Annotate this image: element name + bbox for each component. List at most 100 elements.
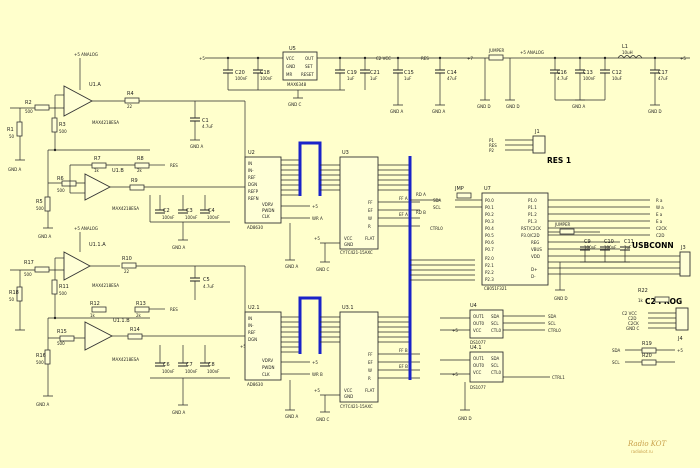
svg-text:C6: C6 bbox=[163, 362, 170, 368]
svg-text:OUT0: OUT0 bbox=[473, 363, 485, 368]
svg-text:GND: GND bbox=[344, 394, 353, 399]
svg-text:VCC: VCC bbox=[344, 388, 353, 393]
svg-text:R16: R16 bbox=[36, 353, 46, 359]
svg-text:R20: R20 bbox=[642, 353, 652, 359]
svg-text:+5: +5 bbox=[452, 372, 458, 377]
net-label-plus5: +5 bbox=[199, 56, 205, 61]
svg-text:GND A: GND A bbox=[36, 402, 49, 407]
svg-text:U4.1: U4.1 bbox=[470, 345, 482, 351]
svg-text:C4: C4 bbox=[208, 208, 215, 214]
svg-text:P0.1: P0.1 bbox=[485, 205, 494, 210]
svg-text:DGN: DGN bbox=[248, 337, 257, 342]
channel-a-frontend: +5 ANALOG U1.A MAX4218ESA R4 22 C14.7uF … bbox=[7, 52, 246, 183]
svg-text:GND A: GND A bbox=[172, 410, 185, 415]
svg-text:MAX4218ESA: MAX4218ESA bbox=[112, 357, 139, 362]
svg-text:GND D: GND D bbox=[506, 104, 520, 109]
svg-text:R8: R8 bbox=[137, 156, 144, 162]
svg-text:GND A: GND A bbox=[38, 234, 51, 239]
svg-text:C2D: C2D bbox=[628, 316, 636, 321]
svg-text:500: 500 bbox=[36, 206, 44, 211]
svg-text:+5: +5 bbox=[677, 348, 683, 353]
svg-text:100nF: 100nF bbox=[604, 245, 617, 250]
svg-text:U1.1.A: U1.1.A bbox=[89, 242, 106, 248]
svg-text:CTL0: CTL0 bbox=[491, 370, 501, 375]
svg-text:IN: IN bbox=[248, 316, 252, 321]
svg-text:JMP: JMP bbox=[454, 186, 464, 192]
svg-text:AD8630: AD8630 bbox=[247, 225, 263, 230]
svg-text:P2.3: P2.3 bbox=[485, 277, 494, 282]
svg-text:U2: U2 bbox=[248, 150, 255, 156]
svg-text:OUT: OUT bbox=[305, 56, 314, 61]
svg-text:+5: +5 bbox=[314, 388, 320, 393]
jumper-top: JUMPER bbox=[484, 48, 511, 100]
svg-text:SDA: SDA bbox=[491, 314, 500, 319]
svg-text:CTRL0: CTRL0 bbox=[430, 226, 443, 231]
svg-text:100nF: 100nF bbox=[235, 76, 248, 81]
svg-text:VDRV: VDRV bbox=[262, 202, 273, 207]
svg-text:P0.7: P0.7 bbox=[485, 247, 494, 252]
svg-text:R22: R22 bbox=[638, 288, 648, 294]
svg-text:R15: R15 bbox=[57, 329, 67, 335]
svg-text:VDD: VDD bbox=[531, 254, 540, 259]
svg-text:RES: RES bbox=[170, 163, 178, 168]
svg-text:SCL: SCL bbox=[491, 321, 499, 326]
svg-text:500: 500 bbox=[57, 188, 65, 193]
svg-text:GND A: GND A bbox=[285, 264, 298, 269]
svg-text:SCL: SCL bbox=[433, 205, 441, 210]
svg-text:1k: 1k bbox=[638, 298, 644, 303]
svg-text:MAX4218ESA: MAX4218ESA bbox=[92, 283, 119, 288]
svg-text:C8051F321: C8051F321 bbox=[484, 286, 507, 291]
svg-text:REF: REF bbox=[248, 175, 256, 180]
svg-text:GND A: GND A bbox=[432, 109, 445, 114]
svg-text:FF A: FF A bbox=[399, 196, 408, 201]
svg-text:100nF: 100nF bbox=[584, 245, 597, 250]
svg-text:C3: C3 bbox=[186, 208, 193, 214]
inductor-l1: L1 10uH bbox=[617, 44, 643, 59]
svg-text:2k: 2k bbox=[136, 313, 142, 318]
svg-text:R18: R18 bbox=[9, 290, 19, 296]
watermark-site: radiokot.ru bbox=[631, 449, 653, 454]
svg-text:MR: MR bbox=[286, 72, 292, 77]
svg-text:100nF: 100nF bbox=[207, 369, 220, 374]
svg-text:U3: U3 bbox=[342, 150, 349, 156]
svg-text:C5: C5 bbox=[203, 277, 210, 283]
svg-text:C7: C7 bbox=[186, 362, 193, 368]
svg-text:D-: D- bbox=[531, 274, 536, 279]
svg-text:GND C: GND C bbox=[316, 417, 329, 422]
svg-text:4.7uF: 4.7uF bbox=[557, 76, 569, 81]
connector-c2prog: C2 PROG J4 R22 1k C2 VCC C2D C2CK GND C bbox=[622, 288, 689, 342]
svg-text:R10: R10 bbox=[122, 256, 132, 262]
svg-text:P1.1: P1.1 bbox=[528, 205, 537, 210]
svg-text:GND: GND bbox=[286, 64, 295, 69]
svg-text:GND A: GND A bbox=[190, 144, 203, 149]
svg-text:R a: R a bbox=[656, 198, 663, 203]
chip-u7: U7 C8051F321 P0.0P0.1 P0.2P0.3 P0.4P0.5 … bbox=[410, 186, 667, 291]
svg-text:U1.A: U1.A bbox=[89, 82, 101, 88]
svg-text:EF: EF bbox=[368, 208, 374, 213]
svg-text:C9: C9 bbox=[584, 239, 591, 245]
svg-text:22: 22 bbox=[127, 104, 133, 109]
svg-text:+5: +5 bbox=[312, 360, 318, 365]
svg-text:47uF: 47uF bbox=[658, 76, 669, 81]
svg-text:GND A: GND A bbox=[572, 104, 585, 109]
svg-text:C19: C19 bbox=[347, 70, 357, 76]
data-bus-b bbox=[298, 296, 322, 354]
svg-text:VCC: VCC bbox=[344, 236, 353, 241]
svg-text:+5 ANALOG: +5 ANALOG bbox=[74, 52, 98, 57]
svg-text:100nF: 100nF bbox=[207, 215, 220, 220]
svg-text:DS1077: DS1077 bbox=[470, 340, 486, 345]
svg-text:R17: R17 bbox=[24, 260, 34, 266]
watermark: Radio KOT radiokot.ru bbox=[627, 440, 668, 454]
svg-text:PWDN: PWDN bbox=[262, 365, 274, 370]
svg-text:R14: R14 bbox=[130, 327, 140, 333]
svg-text:FF: FF bbox=[368, 352, 373, 357]
svg-text:E a: E a bbox=[656, 219, 663, 224]
svg-text:4.7uF: 4.7uF bbox=[203, 284, 215, 289]
svg-text:L1: L1 bbox=[622, 44, 628, 50]
svg-text:GND C: GND C bbox=[316, 267, 329, 272]
svg-text:C21: C21 bbox=[370, 70, 380, 76]
